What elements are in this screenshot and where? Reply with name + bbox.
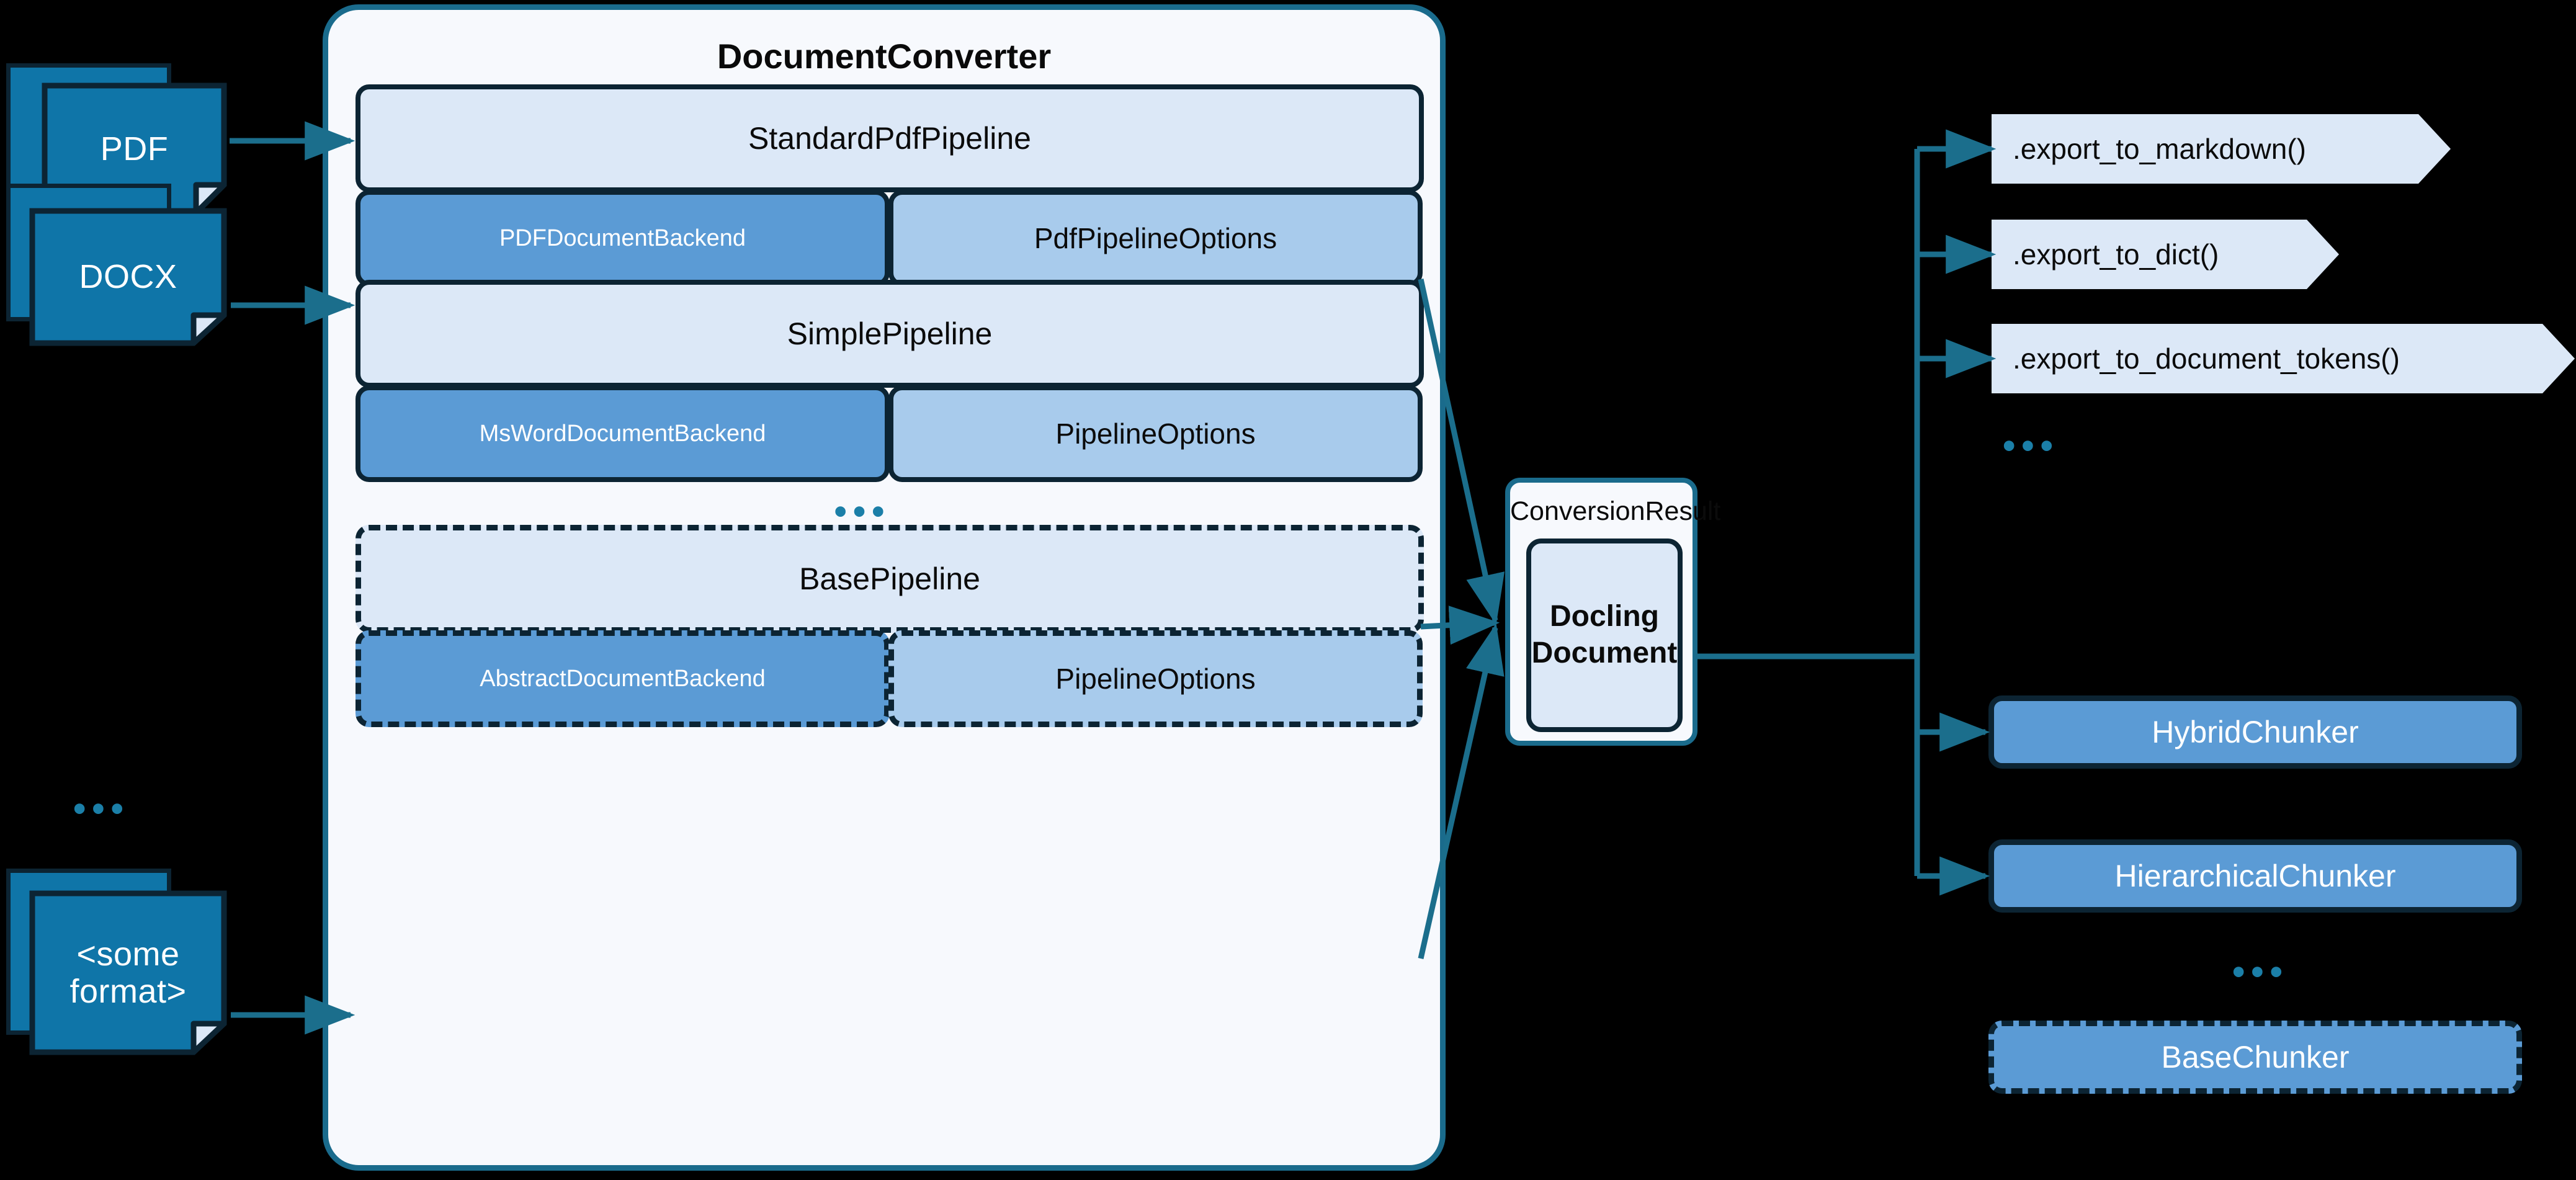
input-document-other-format[interactable]: <some format> [6,869,231,1073]
pipeline-name: StandardPdfPipeline [748,121,1031,156]
pipeline-header[interactable]: BasePipeline [356,525,1424,633]
chunker-hybrid[interactable]: HybridChunker [1988,695,2522,769]
page-front [42,83,227,216]
inputs-ellipsis: ••• [73,789,130,829]
pipeline-backend[interactable]: MsWordDocumentBackend [356,385,890,482]
pipeline-base[interactable]: BasePipeline AbstractDocumentBackend Pip… [356,525,1424,727]
page-front [29,208,227,346]
docling-document-line2: Document [1531,637,1678,669]
conversion-result-container: ConversionResult Docling Document [1505,478,1721,746]
pipeline-name: SimplePipeline [787,316,993,351]
pipeline-backend[interactable]: AbstractDocumentBackend [356,630,890,727]
pipeline-name: BasePipeline [799,561,980,596]
export-dict-chip[interactable]: .export_to_dict() [1992,220,2339,289]
export-markdown-chip[interactable]: .export_to_markdown() [1992,114,2451,184]
input-label-line2: format> [69,973,187,1010]
conversion-result-title: ConversionResult [1510,496,1721,526]
input-label: <some format> [32,893,224,1052]
pipeline-options[interactable]: PdfPipelineOptions [888,190,1423,287]
pipelines-ellipsis: ••• [834,491,891,532]
pipeline-parts: PDFDocumentBackend PdfPipelineOptions [356,190,1424,287]
docling-document-line1: Docling [1550,600,1659,633]
exports-ellipsis: ••• [2003,426,2059,466]
chunker-hierarchical[interactable]: HierarchicalChunker [1988,839,2522,913]
pipeline-options[interactable]: PipelineOptions [888,385,1423,482]
pipeline-options[interactable]: PipelineOptions [888,630,1423,727]
pipeline-header[interactable]: StandardPdfPipeline [356,84,1424,192]
page-title: DocumentConverter [717,37,1052,76]
pipeline-parts: AbstractDocumentBackend PipelineOptions [356,630,1424,727]
page-front [29,890,227,1055]
input-document-pdf[interactable]: PDF [6,63,231,220]
input-label: DOCX [79,258,177,296]
document-converter-container: DocumentConverter StandardPdfPipeline PD… [323,4,1446,1171]
pipeline-parts: MsWordDocumentBackend PipelineOptions [356,385,1424,482]
pipeline-standard-pdf[interactable]: StandardPdfPipeline PDFDocumentBackend P… [356,84,1424,287]
input-document-docx[interactable]: DOCX [6,184,231,350]
chunker-base[interactable]: BaseChunker [1988,1021,2522,1094]
pipeline-header[interactable]: SimplePipeline [356,280,1424,388]
pipeline-simple[interactable]: SimplePipeline MsWordDocumentBackend Pip… [356,280,1424,482]
export-document-tokens-chip[interactable]: .export_to_document_tokens() [1992,324,2575,393]
input-label-line1: <some [76,935,180,973]
input-label: PDF [100,130,169,168]
pipeline-backend[interactable]: PDFDocumentBackend [356,190,890,287]
chunkers-ellipsis: ••• [2232,952,2289,992]
docling-document-node[interactable]: Docling Document [1526,539,1683,732]
